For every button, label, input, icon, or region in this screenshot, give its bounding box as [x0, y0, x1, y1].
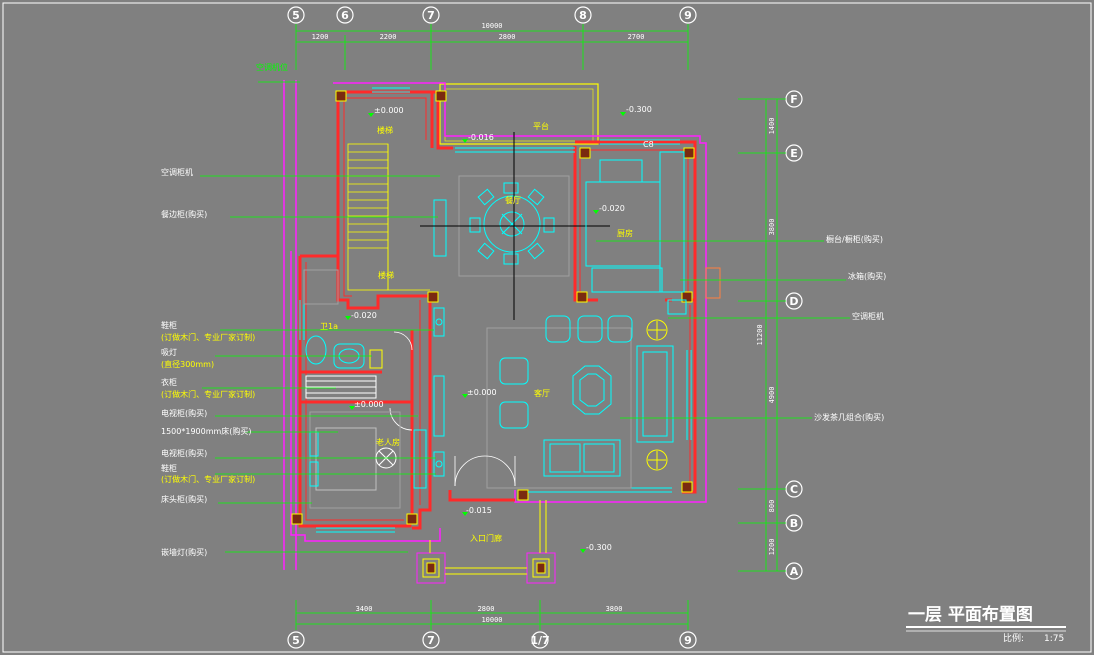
window-tag: C8: [643, 140, 654, 149]
exterior-wall-outline: [283, 80, 707, 570]
annotation-shoe-cabinet: 鞋柜: [161, 463, 177, 473]
annotation-bed: 1500*1900mm床(购买): [161, 426, 252, 436]
elevation: -0.015: [466, 506, 492, 515]
axis-label: A: [790, 565, 799, 578]
dim-seg: 3800: [768, 219, 776, 236]
room-label-stair: 楼梯: [377, 125, 393, 135]
elevation: -0.020: [351, 311, 377, 320]
bottom-dimensions: [295, 600, 689, 630]
annotation-note: (订做木门、专业厂家订制): [161, 332, 255, 342]
axis-label: 9: [684, 9, 692, 22]
axis-label: 1/7: [530, 634, 549, 647]
annotation-sideboard: 餐边柜(购买): [161, 209, 207, 219]
top-dimensions: [295, 24, 689, 70]
top-axis: 5 6 7 8 9: [287, 6, 697, 24]
dim-seg: 3800: [606, 605, 623, 613]
room-labels: 平台 餐厅 厨房 楼梯 楼梯 卫1a 客厅 老人房 入口门廊 C8: [320, 121, 654, 543]
entrance-porch: [416, 500, 556, 584]
annotation-note: (订做木门、专业厂家订制): [161, 474, 255, 484]
dim-total-bottom: 10000: [481, 616, 502, 624]
axis-label: 6: [341, 9, 349, 22]
elevation: -0.300: [586, 543, 612, 552]
annotation-nightstand: 床头柜(购买): [161, 494, 207, 504]
axis-label: E: [790, 147, 798, 160]
dim-seg: 1200: [312, 33, 329, 41]
elevation-markers: ±0.000 -0.300 -0.016 -0.020 -0.020 ±0.00…: [345, 105, 652, 553]
axis-label: 9: [684, 634, 692, 647]
room-label-living: 客厅: [534, 388, 550, 398]
dim-seg: 2200: [380, 33, 397, 41]
annotation-sofa-set: 沙发茶几组合(购买): [814, 412, 884, 422]
dim-seg: 2700: [628, 33, 645, 41]
axis-label: 5: [292, 9, 300, 22]
bottom-axis: 5 7 1/7 9: [287, 631, 697, 649]
right-axis: F E D C B A: [785, 90, 803, 580]
dim-seg: 2800: [499, 33, 516, 41]
scale-label: 比例:: [1003, 632, 1024, 644]
dim-seg: 1400: [768, 118, 776, 135]
elevation: -0.300: [626, 105, 652, 114]
annotation-note: (直径300mm): [161, 359, 214, 369]
annotation-wardrobe: 衣柜: [161, 377, 177, 387]
windows: [299, 87, 692, 533]
dim-seg: 3400: [356, 605, 373, 613]
axis-label: 7: [427, 9, 435, 22]
dim-seg: 2800: [478, 605, 495, 613]
annotation-tv-cabinet: 电视柜(购买): [161, 408, 207, 418]
annotation-note: (订做木门、专业厂家订制): [161, 389, 255, 399]
right-dimensions: [738, 98, 786, 572]
structural-columns: [291, 90, 695, 525]
wall-inner-lines: [305, 97, 691, 521]
scale-value: 1:75: [1044, 634, 1064, 644]
right-annotations: 橱台/橱柜(购买) 冰箱(购买) 空调柜机 沙发茶几组合(购买): [814, 234, 886, 422]
title-block: 一层 平面布置图 比例: 1:75: [906, 604, 1066, 644]
bedroom-furniture: [305, 375, 445, 509]
annotation-ac-unit: 空调柜机: [161, 167, 193, 177]
drawing-title: 一层 平面布置图: [908, 604, 1033, 625]
room-label-bath: 卫1a: [320, 322, 338, 331]
right-leader-lines: [596, 240, 850, 419]
dim-seg: 800: [768, 500, 776, 513]
elevation: ±0.000: [374, 106, 404, 115]
room-label-dining: 餐厅: [505, 196, 521, 205]
dim-seg: 1200: [768, 539, 776, 556]
dim-total-top: 10000: [481, 22, 502, 30]
annotation-shoe-cabinet: 鞋柜: [161, 320, 177, 330]
annotation-tv-cabinet: 电视柜(购买): [161, 448, 207, 458]
annotation-ceiling-light: 吸灯: [161, 347, 177, 357]
annotation-fridge: 冰箱(购买): [848, 271, 886, 281]
elevation: -0.020: [599, 204, 625, 213]
dim-total-right: 11200: [756, 324, 764, 345]
axis-label: F: [790, 93, 798, 106]
kitchen-fixtures: [585, 151, 721, 315]
axis-label: 5: [292, 634, 300, 647]
annotation-countertop: 橱台/橱柜(购买): [826, 234, 883, 244]
annotation-ac-position: 空调机位: [256, 62, 288, 72]
axis-label: C: [790, 483, 798, 496]
interior-walls: [298, 90, 697, 530]
room-label-kitchen: 厨房: [617, 228, 633, 238]
elevation: -0.016: [468, 133, 494, 142]
axis-label: 8: [579, 9, 587, 22]
axis-label: D: [789, 295, 798, 308]
room-label-terrace: 平台: [533, 121, 549, 131]
axis-label: B: [790, 517, 798, 530]
doors: [389, 331, 516, 487]
room-label-entrance: 入口门廊: [470, 533, 502, 543]
annotation-wall-light: 嵌墙灯(购买): [161, 547, 207, 557]
elevation: ±0.000: [467, 388, 497, 397]
left-annotations: 空调柜机 餐边柜(购买) 鞋柜 (订做木门、专业厂家订制) 吸灯 (直径300m…: [161, 62, 288, 557]
annotation-ac-unit: 空调柜机: [852, 311, 884, 321]
elevation: ±0.000: [354, 400, 384, 409]
dim-seg: 4900: [768, 387, 776, 404]
terrace-outline: [439, 83, 599, 145]
living-room-furniture: [433, 315, 674, 489]
dining-crosshair: [420, 132, 610, 320]
left-leader-lines: [200, 81, 440, 553]
axis-label: 7: [427, 634, 435, 647]
room-label-stair-lower: 楼梯: [378, 270, 394, 280]
room-label-elder-bedroom: 老人房: [376, 437, 400, 447]
